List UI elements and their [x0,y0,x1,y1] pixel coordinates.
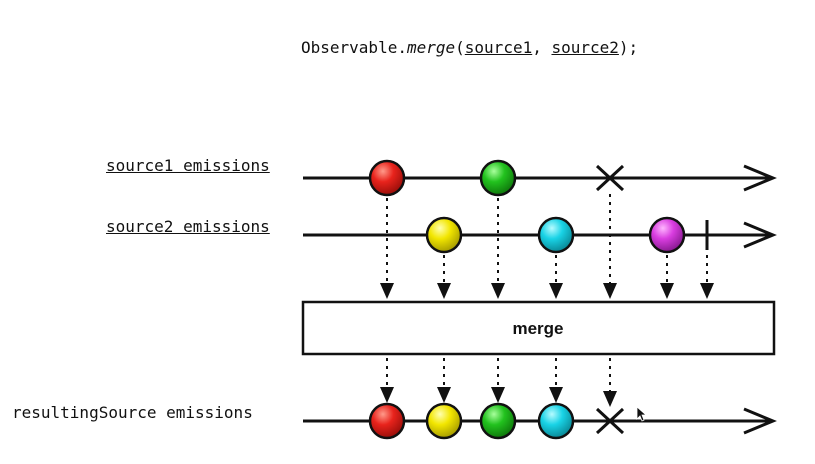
marble-cyan [537,216,575,254]
operator-label: merge [512,319,563,338]
marble-green [479,159,517,197]
marble-green [479,402,517,440]
arrow-head-icon [491,387,505,403]
arrow-head-icon [380,283,394,299]
marble-cyan [537,402,575,440]
source2-timeline [303,216,777,254]
title-arg-source2: source2 [551,38,619,57]
source1-timeline [303,159,777,197]
error-x-icon [595,407,625,435]
arrow-head-icon [491,283,505,299]
input-arrows [386,194,708,284]
arrow-head-icon [660,283,674,299]
marble-red [368,402,406,440]
arrow-head-icon [743,407,777,435]
arrow-head-icon [437,283,451,299]
title-prefix: Observable. [301,38,407,57]
title-arg-source1: source1 [464,38,533,57]
operator-rect [301,300,776,356]
title-method: merge [406,38,456,57]
arrow-head-icon [603,283,617,299]
page-title: Observable.merge(source1, source2); [301,38,638,57]
marble-red [368,159,406,197]
arrow-head-icon [380,387,394,403]
marble-magenta [648,216,686,254]
result-timeline [303,402,777,440]
title-open: ( [455,38,465,57]
arrow-head-icon [743,164,777,192]
arrow-head-icon [743,221,777,249]
arrow-head-icon [437,387,451,403]
marble-yellow [425,216,463,254]
error-x-icon [595,164,625,192]
arrow-head-icon [603,391,617,407]
input-arrow-heads [380,283,714,299]
cursor-icon [636,406,648,422]
output-arrows [386,358,611,392]
source2-label: source2 emissions [106,217,270,236]
result-label: resultingSource emissions [12,403,253,422]
title-sep: , [532,38,552,57]
title-close: ); [618,38,639,57]
arrow-head-icon [549,387,563,403]
arrow-head-icon [549,283,563,299]
arrow-head-icon [700,283,714,299]
output-arrow-heads [380,387,617,407]
source1-label: source1 emissions [106,156,270,175]
marble-yellow [425,402,463,440]
operator-box: merge [301,300,776,356]
